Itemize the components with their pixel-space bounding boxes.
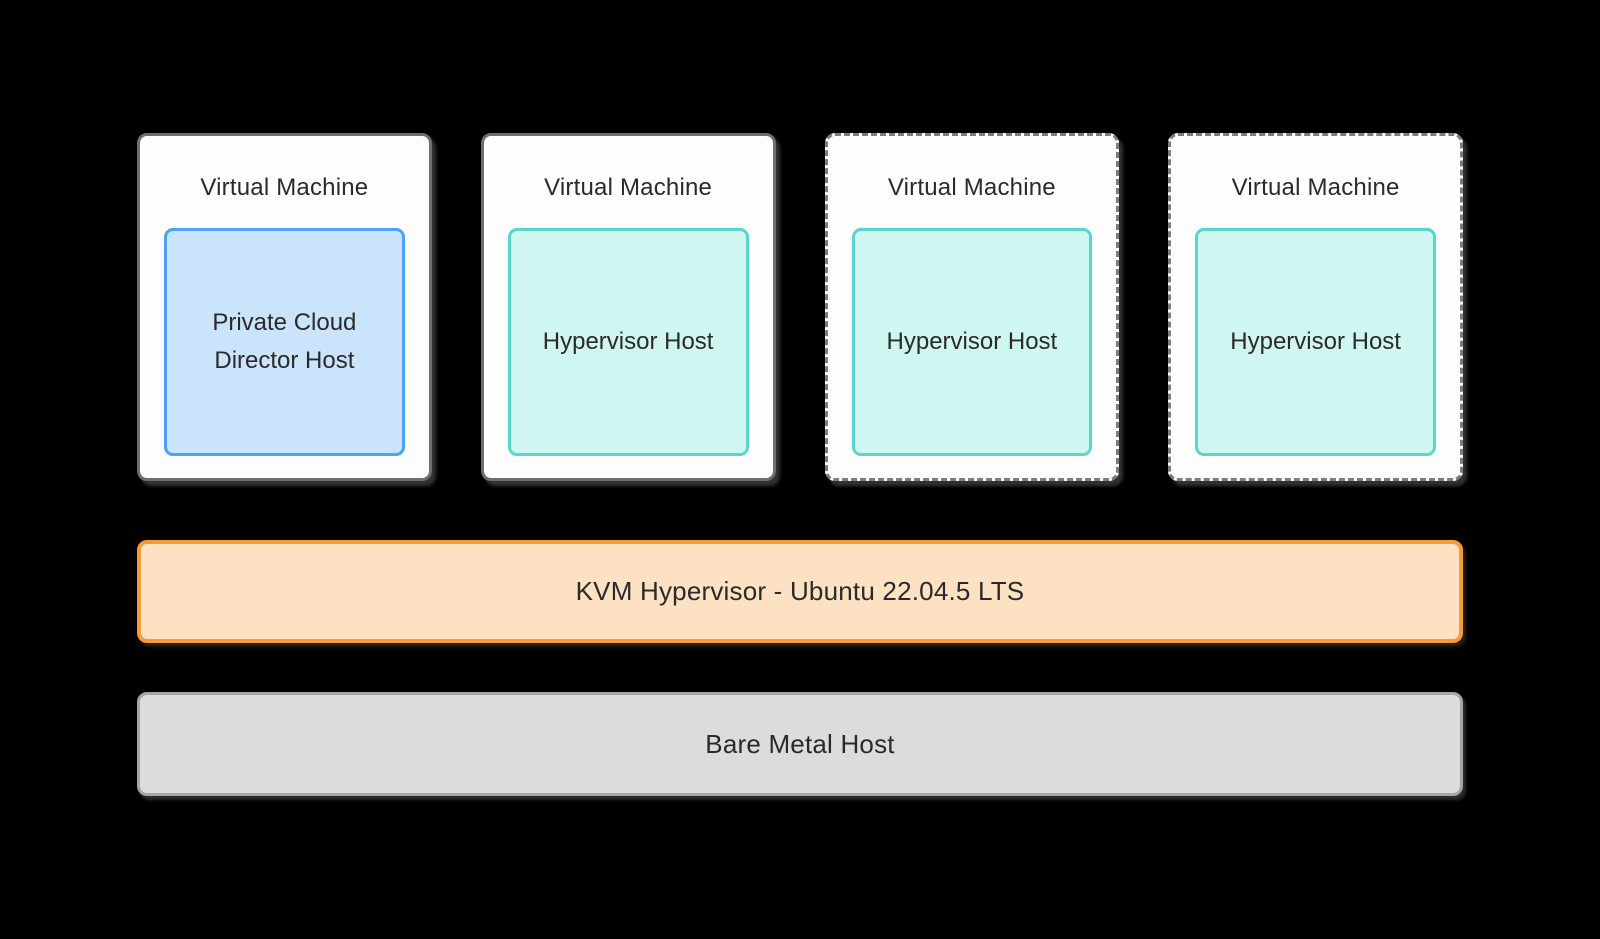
bare-metal-host-layer: Bare Metal Host: [137, 692, 1463, 796]
vm-title: Virtual Machine: [1231, 174, 1400, 201]
vm-title: Virtual Machine: [200, 174, 369, 201]
hypervisor-host-label: Hypervisor Host: [886, 328, 1058, 355]
private-cloud-director-host-label: Private Cloud Director Host: [212, 309, 357, 374]
hypervisor-host-box: Hypervisor Host: [1195, 228, 1436, 456]
vm-title: Virtual Machine: [544, 174, 713, 201]
private-cloud-director-host-box: Private Cloud Director Host: [164, 228, 405, 456]
bare-metal-host-label: Bare Metal Host: [705, 728, 895, 759]
kvm-hypervisor-layer: KVM Hypervisor - Ubuntu 22.04.5 LTS: [137, 540, 1463, 643]
vm-title: Virtual Machine: [887, 174, 1056, 201]
hypervisor-host-label: Hypervisor Host: [542, 328, 714, 355]
hypervisor-host-box: Hypervisor Host: [507, 228, 749, 456]
hypervisor-host-box: Hypervisor Host: [851, 228, 1093, 456]
kvm-hypervisor-label: KVM Hypervisor - Ubuntu 22.04.5 LTS: [575, 576, 1025, 606]
hypervisor-host-label: Hypervisor Host: [1230, 328, 1401, 355]
